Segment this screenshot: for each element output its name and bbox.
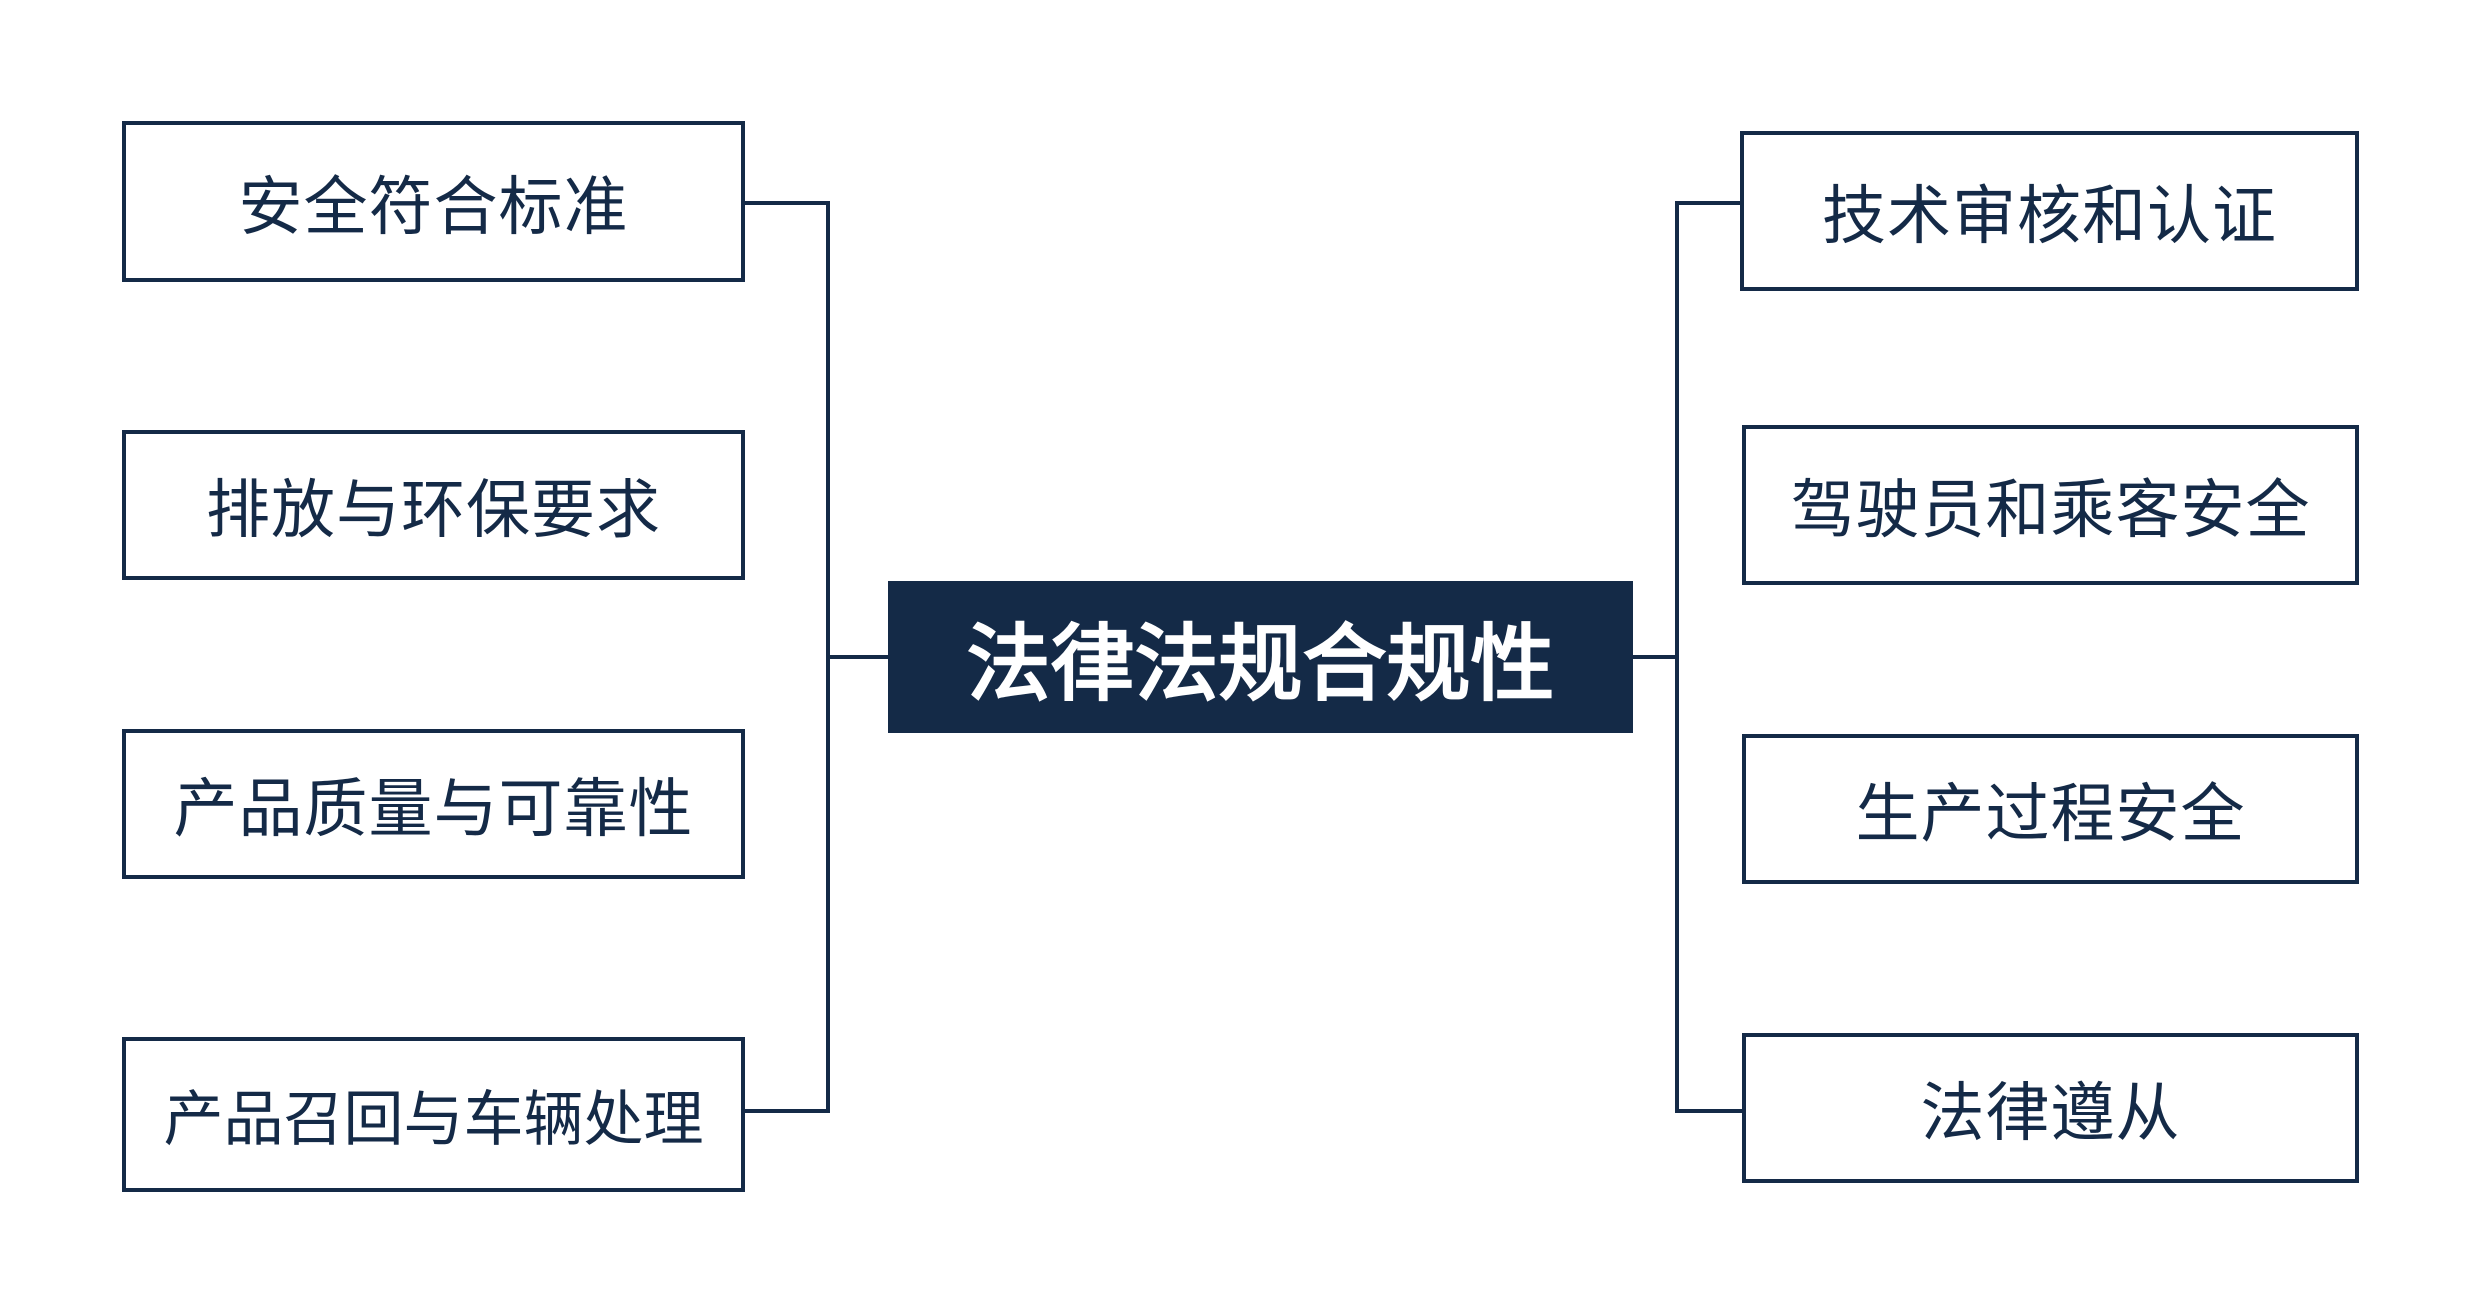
right-bracket-line — [1675, 201, 1742, 1113]
right-node-4-label: 法律遵从 — [1920, 1077, 2181, 1151]
left-node-1: 安全符合标准 — [122, 121, 745, 282]
left-bracket-line — [745, 201, 830, 1113]
left-node-3: 产品质量与可靠性 — [122, 729, 745, 879]
right-node-3: 生产过程安全 — [1742, 734, 2359, 884]
right-node-1-label: 技术审核和认证 — [1822, 180, 2277, 254]
right-node-2-label: 驾驶员和乘客安全 — [1790, 474, 2311, 548]
root-node: 法律法规合规性 — [888, 581, 1633, 733]
right-node-1: 技术审核和认证 — [1740, 131, 2359, 291]
root-node-label: 法律法规合规性 — [966, 614, 1555, 713]
left-node-1-label: 安全符合标准 — [238, 170, 629, 245]
left-node-4: 产品召回与车辆处理 — [122, 1037, 745, 1192]
left-node-2: 排放与环保要求 — [122, 430, 745, 580]
left-node-2-label: 排放与环保要求 — [206, 474, 661, 548]
right-node-2: 驾驶员和乘客安全 — [1742, 425, 2359, 585]
left-node-3-label: 产品质量与可靠性 — [173, 773, 694, 847]
right-node-4: 法律遵从 — [1742, 1033, 2359, 1183]
right-node-3-label: 生产过程安全 — [1855, 778, 2246, 852]
left-node-4-label: 产品召回与车辆处理 — [163, 1085, 704, 1155]
